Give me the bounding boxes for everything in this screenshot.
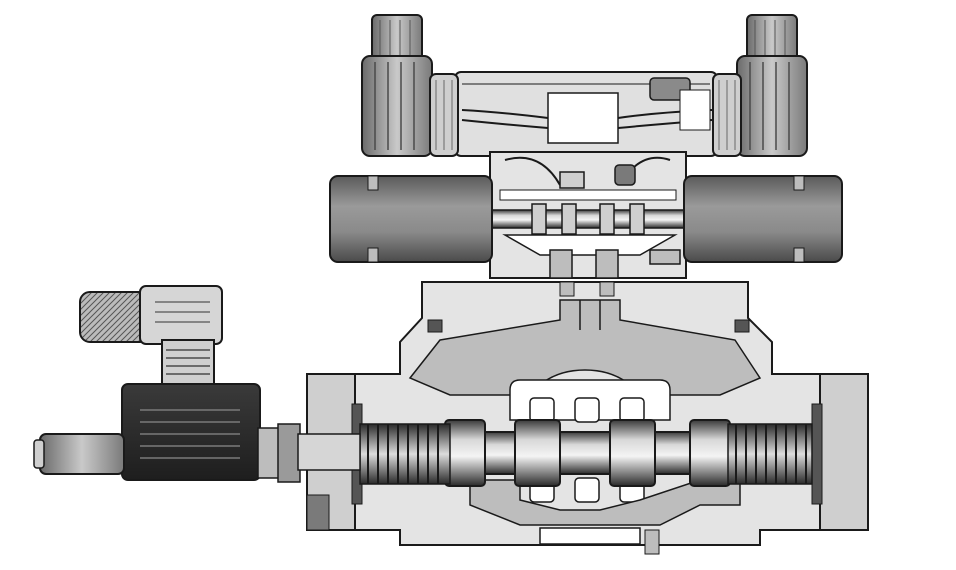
main-valve-body xyxy=(306,281,821,555)
pilot-solenoid-right xyxy=(683,175,843,263)
main-spool xyxy=(444,419,736,487)
pilot-plug-right xyxy=(712,14,808,157)
pilot-plug-housing xyxy=(454,71,718,157)
end-cap-right xyxy=(811,373,869,531)
spring-left xyxy=(359,423,451,485)
pilot-solenoid-left xyxy=(329,175,493,263)
sensor-body xyxy=(33,383,361,483)
sensor-connector xyxy=(79,285,223,387)
pilot-plug-left xyxy=(361,14,459,157)
spring-right xyxy=(727,423,813,485)
